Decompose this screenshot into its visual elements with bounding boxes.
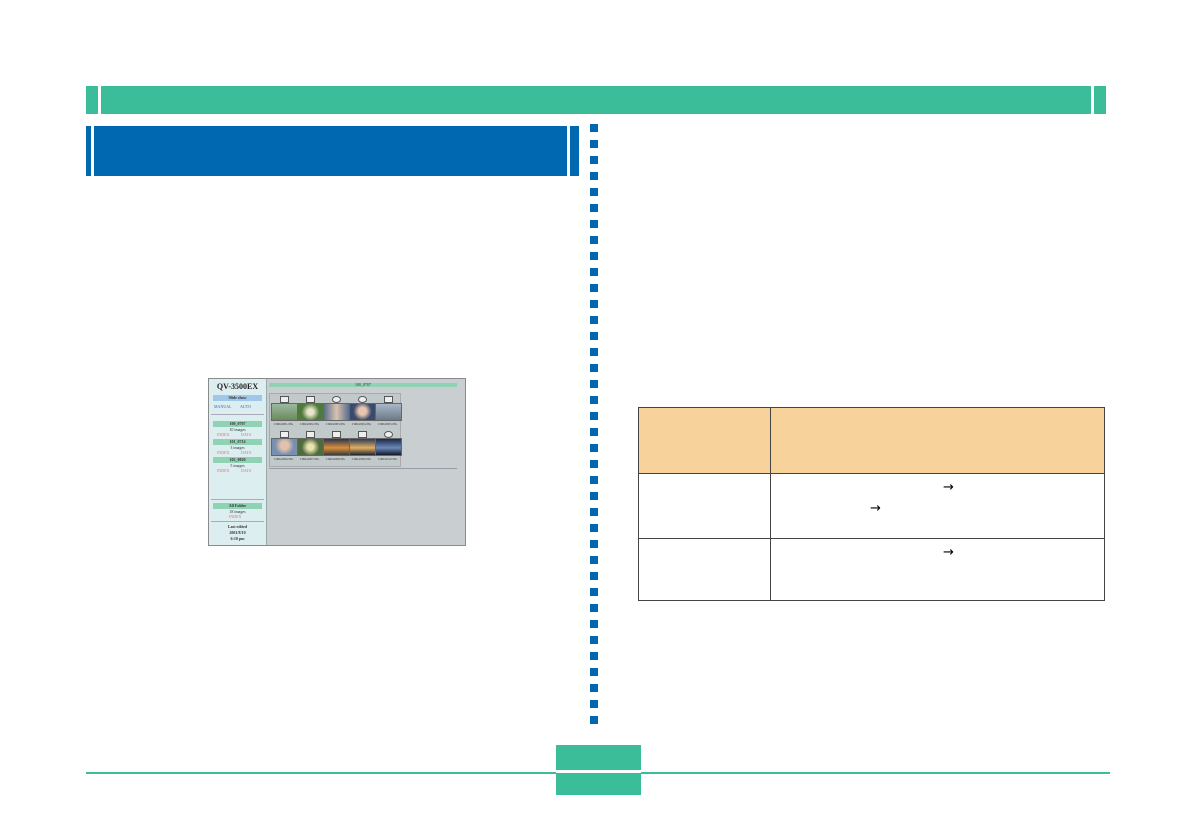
folder-count: 10 images bbox=[229, 427, 246, 432]
sidebar-separator bbox=[211, 499, 264, 500]
thumbnail-filename: CIMG0006.JPG bbox=[273, 457, 294, 461]
table-cell bbox=[770, 538, 1105, 601]
last-edited-date: 2001/8/10 bbox=[229, 530, 246, 535]
arrow-icon: → bbox=[943, 480, 954, 495]
movie-icon[interactable] bbox=[358, 396, 367, 403]
sidebar-separator bbox=[211, 521, 264, 522]
thumbnail-cell[interactable]: CIMG0004.JPG bbox=[349, 396, 376, 430]
thumbnail-image[interactable] bbox=[297, 438, 324, 456]
data-link[interactable]: DATA bbox=[241, 432, 252, 437]
thumbnail-image[interactable] bbox=[297, 403, 324, 421]
image-icon[interactable] bbox=[306, 431, 315, 438]
folder-bar bbox=[213, 457, 262, 463]
image-icon[interactable] bbox=[384, 396, 393, 403]
thumbnail-filename: CIMG0003.JPG bbox=[325, 422, 346, 426]
all-folder-index-link[interactable]: INDEX bbox=[229, 514, 242, 519]
folder-name[interactable]: 100_0707 bbox=[229, 421, 246, 426]
thumbnail-image[interactable] bbox=[271, 403, 298, 421]
thumbnail-filename: CIMG0009.JPG bbox=[351, 457, 372, 461]
heading-left-block bbox=[86, 126, 91, 176]
section-heading-box bbox=[86, 126, 579, 176]
thumbnail-filename: CIMG0005.JPG bbox=[377, 422, 398, 426]
folder-name[interactable]: 102_0820 bbox=[229, 457, 246, 462]
data-link[interactable]: DATA bbox=[241, 468, 252, 473]
thumbnail-filename: CIMG0007.JPG bbox=[299, 457, 320, 461]
table-header-cell bbox=[638, 407, 771, 474]
index-link[interactable]: INDEX bbox=[217, 432, 230, 437]
thumbnail-cell[interactable]: CIMG0002.JPG bbox=[297, 396, 324, 430]
thumbnail-cell[interactable]: CIMG0008.JPG bbox=[323, 431, 350, 465]
image-icon[interactable] bbox=[280, 396, 289, 403]
heading-right-block bbox=[570, 126, 579, 176]
content-divider bbox=[269, 468, 457, 469]
thumbnail-grid: CIMG0001.JPG CIMG0002.JPG CIMG0003.JPG C… bbox=[269, 393, 402, 467]
heading-main-block bbox=[94, 126, 567, 176]
page-number-box bbox=[556, 745, 641, 795]
thumbnail-filename: CIMG0004.JPG bbox=[351, 422, 372, 426]
manual-link[interactable]: MANUAL bbox=[214, 404, 232, 409]
table-cell bbox=[638, 538, 771, 601]
thumbnail-image[interactable] bbox=[349, 438, 376, 456]
last-edited-label: Last edited bbox=[228, 524, 247, 529]
banner-right-cap bbox=[1094, 86, 1106, 114]
thumbnail-image[interactable] bbox=[323, 438, 350, 456]
image-icon[interactable] bbox=[358, 431, 367, 438]
thumbnail-filename: CIMG0001.JPG bbox=[273, 422, 294, 426]
thumbnail-image[interactable] bbox=[323, 403, 350, 421]
thumbnail-cell[interactable]: CIMG0003.JPG bbox=[323, 396, 350, 430]
thumbnail-cell[interactable]: CIMG0001.JPG bbox=[271, 396, 298, 430]
banner-bar bbox=[101, 86, 1091, 114]
thumbnail-image[interactable] bbox=[375, 403, 402, 421]
all-folder-bar bbox=[213, 503, 262, 509]
browser-screenshot: QV-3500EX Slide show MANUAL AUTO 100_070… bbox=[208, 378, 466, 546]
data-link[interactable]: DATA bbox=[241, 450, 252, 455]
index-link[interactable]: INDEX bbox=[217, 468, 230, 473]
index-link[interactable]: INDEX bbox=[217, 450, 230, 455]
image-icon[interactable] bbox=[280, 431, 289, 438]
folder-name[interactable]: 101_0714 bbox=[229, 439, 246, 444]
page-box-gap bbox=[556, 770, 641, 773]
slide-show-label: Slide show bbox=[228, 395, 247, 400]
model-title: QV-3500EX bbox=[216, 382, 259, 391]
all-folder-count: 18 images bbox=[229, 509, 246, 514]
table-header-cell bbox=[770, 407, 1105, 474]
auto-link[interactable]: AUTO bbox=[240, 404, 252, 409]
thumbnail-cell[interactable]: CIMG0010.JPG bbox=[375, 431, 402, 465]
sidebar-separator bbox=[211, 414, 264, 415]
thumbnail-filename: CIMG0010.JPG bbox=[377, 457, 398, 461]
thumbnail-cell[interactable]: CIMG0007.JPG bbox=[297, 431, 324, 465]
folder-count: 5 images bbox=[230, 463, 245, 468]
thumbnail-image[interactable] bbox=[349, 403, 376, 421]
slide-show-bar bbox=[213, 395, 262, 401]
column-divider bbox=[590, 124, 598, 730]
info-table bbox=[638, 407, 1105, 601]
thumbnail-image[interactable] bbox=[375, 438, 402, 456]
screenshot-sidebar: QV-3500EX Slide show MANUAL AUTO 100_070… bbox=[209, 379, 267, 545]
thumbnail-cell[interactable]: CIMG0005.JPG bbox=[375, 396, 402, 430]
movie-icon[interactable] bbox=[332, 396, 341, 403]
top-banner bbox=[86, 86, 1106, 114]
arrow-icon: → bbox=[943, 545, 954, 560]
banner-left-cap bbox=[86, 86, 98, 114]
folder-header-label: 100_0707 bbox=[355, 382, 371, 387]
last-edited-time: 6:10 pm bbox=[230, 536, 245, 541]
thumbnail-filename: CIMG0002.JPG bbox=[299, 422, 320, 426]
thumbnail-image[interactable] bbox=[271, 438, 298, 456]
thumbnail-filename: CIMG0008.JPG bbox=[325, 457, 346, 461]
panorama-icon[interactable] bbox=[332, 431, 341, 438]
folder-bar bbox=[213, 421, 262, 427]
arrow-icon: → bbox=[870, 501, 881, 516]
all-folder-name[interactable]: All Folder bbox=[228, 503, 247, 508]
image-icon[interactable] bbox=[306, 396, 315, 403]
thumbnail-cell[interactable]: CIMG0009.JPG bbox=[349, 431, 376, 465]
folder-header-bar bbox=[269, 383, 457, 387]
folder-bar bbox=[213, 439, 262, 445]
thumbnail-cell[interactable]: CIMG0006.JPG bbox=[271, 431, 298, 465]
folder-count: 3 images bbox=[230, 445, 245, 450]
audio-icon[interactable] bbox=[384, 431, 393, 438]
table-cell bbox=[770, 473, 1105, 539]
table-cell bbox=[638, 473, 771, 539]
